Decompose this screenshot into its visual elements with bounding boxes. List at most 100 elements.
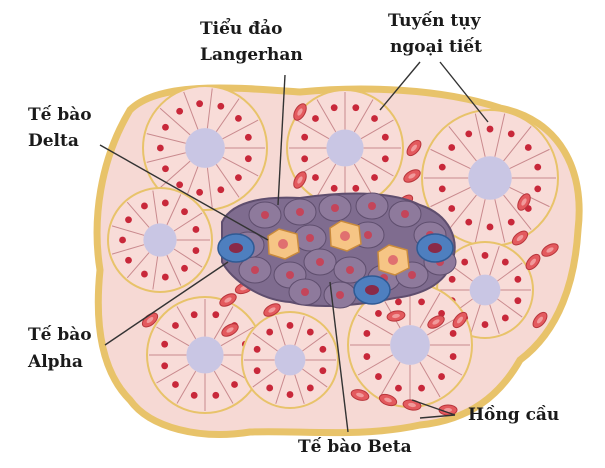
red-blood-cell-center	[297, 176, 303, 184]
acinar-nucleus	[514, 275, 522, 283]
leader-islet	[277, 74, 286, 206]
acinar-nucleus	[438, 310, 445, 317]
red-blood-cell-center	[408, 173, 416, 179]
acinar-cell-wall	[497, 262, 523, 282]
acinar-nucleus	[161, 199, 169, 207]
acinar-nucleus	[125, 216, 132, 224]
acinar-nucleus	[161, 273, 169, 281]
acinar-cell-wall	[152, 256, 159, 290]
acini-group	[107, 85, 559, 414]
acinar-cell-wall	[360, 156, 394, 177]
acinar-cell-wall	[357, 354, 394, 376]
acinar-nucleus	[212, 391, 220, 399]
acinar-nucleus	[172, 381, 179, 388]
beta-label: Tế bào Beta	[298, 437, 412, 457]
acinar-nucleus	[465, 130, 473, 138]
acinar-cell-wall	[294, 316, 305, 346]
acinar-nucleus	[461, 258, 469, 266]
acinar-nucleus	[438, 163, 446, 171]
acinar-cell-wall	[470, 304, 481, 334]
acinar-nucleus	[196, 100, 204, 108]
acinar-nucleus	[448, 205, 456, 212]
acinar-nucleus	[181, 208, 188, 216]
acinar-nucleus	[162, 165, 169, 173]
acinar-nucleus	[418, 298, 425, 306]
red-blood-cell-center	[384, 397, 392, 403]
acinus	[421, 109, 559, 247]
acinar-cell-wall	[316, 163, 337, 197]
red-blood-cell-center	[516, 235, 524, 241]
acinar-nucleus	[253, 367, 261, 375]
acinar-nucleus	[352, 184, 360, 192]
acinar-cell-wall	[509, 148, 550, 170]
acinar-lumen	[468, 156, 512, 200]
acinar-nucleus	[231, 381, 238, 388]
acinus	[107, 187, 213, 293]
acinar-nucleus	[375, 310, 382, 317]
acinar-nucleus	[507, 218, 515, 226]
acinar-nucleus	[534, 185, 542, 193]
acinar-nucleus	[514, 297, 522, 305]
acinar-cell-wall	[448, 126, 477, 162]
acinar-nucleus	[319, 345, 327, 353]
acinar-nucleus	[363, 330, 371, 337]
red-blood-cell-center	[268, 307, 276, 313]
acinar-nucleus	[465, 218, 473, 226]
acinar-nucleus	[319, 367, 327, 375]
exocrine-label-line2: ngoại tiết	[390, 37, 482, 57]
acinar-nucleus	[190, 391, 198, 399]
acinar-cell-wall	[166, 194, 182, 226]
acinar-cell-wall	[357, 314, 394, 336]
acinus	[241, 311, 339, 409]
acinar-cell-wall	[126, 252, 150, 279]
acinar-nucleus	[235, 114, 242, 122]
leader-alpha	[104, 261, 229, 346]
acinar-cell-wall	[111, 225, 145, 236]
acinar-nucleus	[501, 314, 509, 322]
acinar-nucleus	[161, 340, 169, 348]
acinar-cell-wall	[173, 212, 203, 232]
acinar-nucleus	[190, 311, 198, 319]
acinar-cell-wall	[213, 306, 234, 340]
leader-beta	[329, 281, 349, 433]
acinar-nucleus	[448, 144, 456, 151]
acinar-cell-wall	[220, 326, 254, 347]
red-blood-cell-center	[297, 108, 303, 116]
acinar-cell-wall	[213, 370, 234, 404]
acinar-nucleus	[156, 144, 164, 152]
acinar-cell-wall	[152, 190, 159, 224]
acinar-nucleus	[253, 345, 261, 353]
acinar-nucleus	[162, 123, 169, 131]
acinar-nucleus	[418, 384, 425, 392]
beta-cell-nucleus	[368, 202, 376, 210]
acinar-cell-wall	[126, 201, 150, 228]
acinar-lumen	[326, 129, 364, 167]
acinar-cell-wall	[360, 119, 394, 140]
acinar-cell-wall	[183, 91, 199, 130]
acinar-nucleus	[306, 328, 314, 336]
alpha-label-line1: Tế bào	[28, 325, 92, 345]
acinar-cell-wall	[176, 370, 197, 404]
acinar-nucleus	[266, 328, 274, 336]
acinar-nucleus	[381, 155, 389, 163]
acinar-cell-wall	[353, 163, 374, 197]
acinar-nucleus	[507, 130, 515, 138]
islet-label-line1: Tiểu đảo	[200, 17, 282, 39]
acinar-nucleus	[172, 322, 179, 329]
acinar-nucleus	[141, 270, 148, 278]
acinar-nucleus	[306, 384, 314, 392]
acinar-lumen	[274, 344, 306, 376]
beta-cell-nucleus	[408, 271, 416, 279]
acinar-cell-wall	[252, 368, 278, 388]
acinar-cell-wall	[494, 199, 506, 243]
red-blood-cell-center	[432, 319, 440, 325]
acinar-nucleus	[217, 102, 225, 110]
leader-rbc-2	[419, 414, 456, 419]
acinar-nucleus	[371, 174, 378, 181]
acinar-cell-wall	[206, 88, 213, 129]
acinar-nucleus	[192, 226, 200, 233]
alpha-label-line2: Alpha	[27, 352, 83, 372]
acinar-cell-wall	[275, 374, 286, 404]
acinar-nucleus	[330, 104, 338, 112]
